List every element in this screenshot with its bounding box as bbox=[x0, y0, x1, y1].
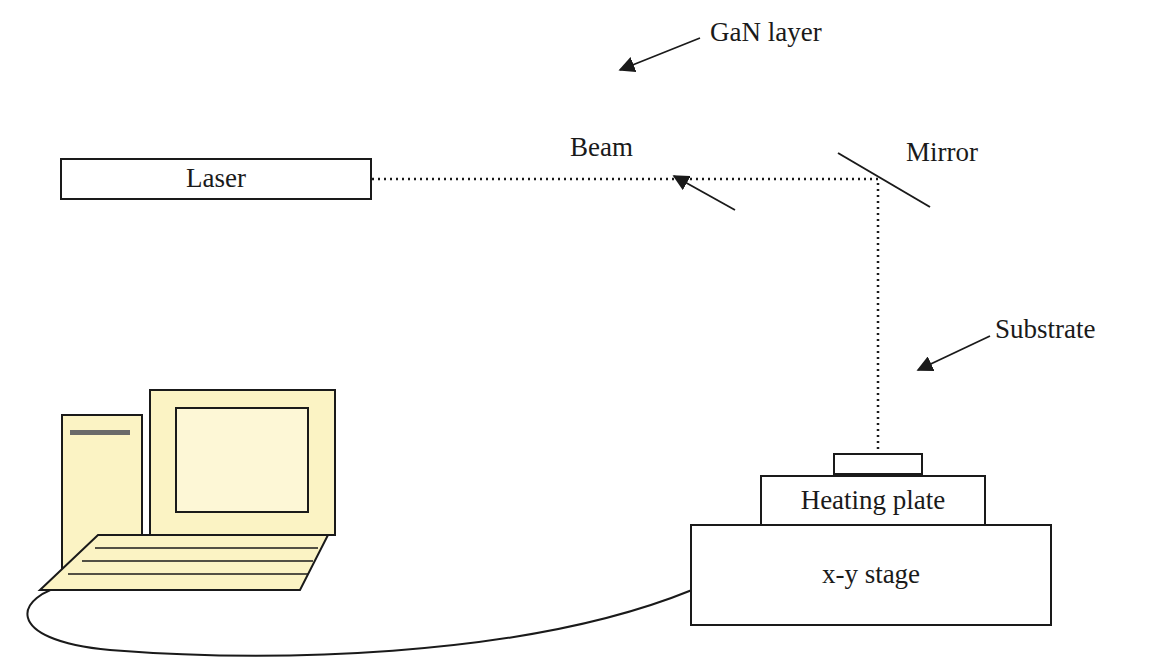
laser-box: Laser bbox=[60, 158, 372, 200]
laser-beam bbox=[372, 179, 878, 453]
callout-label: Beam bbox=[570, 133, 633, 163]
substrate-box: Substrate bbox=[833, 453, 923, 475]
cable bbox=[27, 585, 692, 656]
node-label: Heating plate bbox=[801, 486, 946, 516]
drive-slot bbox=[70, 430, 130, 435]
node-label: Laser bbox=[186, 164, 246, 194]
callout-label: GaN layer bbox=[710, 18, 822, 48]
keyboard bbox=[40, 535, 328, 590]
keyboard-keys bbox=[68, 548, 318, 574]
leader-arrow bbox=[918, 336, 990, 370]
callout-label: Mirror bbox=[906, 138, 978, 168]
leader-arrow bbox=[620, 38, 700, 70]
monitor-screen bbox=[176, 408, 308, 512]
monitor bbox=[150, 390, 335, 535]
stage-box: x-y stage bbox=[690, 524, 1052, 626]
node-heading: Substrate bbox=[995, 315, 1096, 345]
leader-arrow bbox=[674, 176, 735, 210]
heating-plate-box: Heating plate bbox=[760, 475, 986, 526]
node-label: x-y stage bbox=[822, 560, 920, 590]
